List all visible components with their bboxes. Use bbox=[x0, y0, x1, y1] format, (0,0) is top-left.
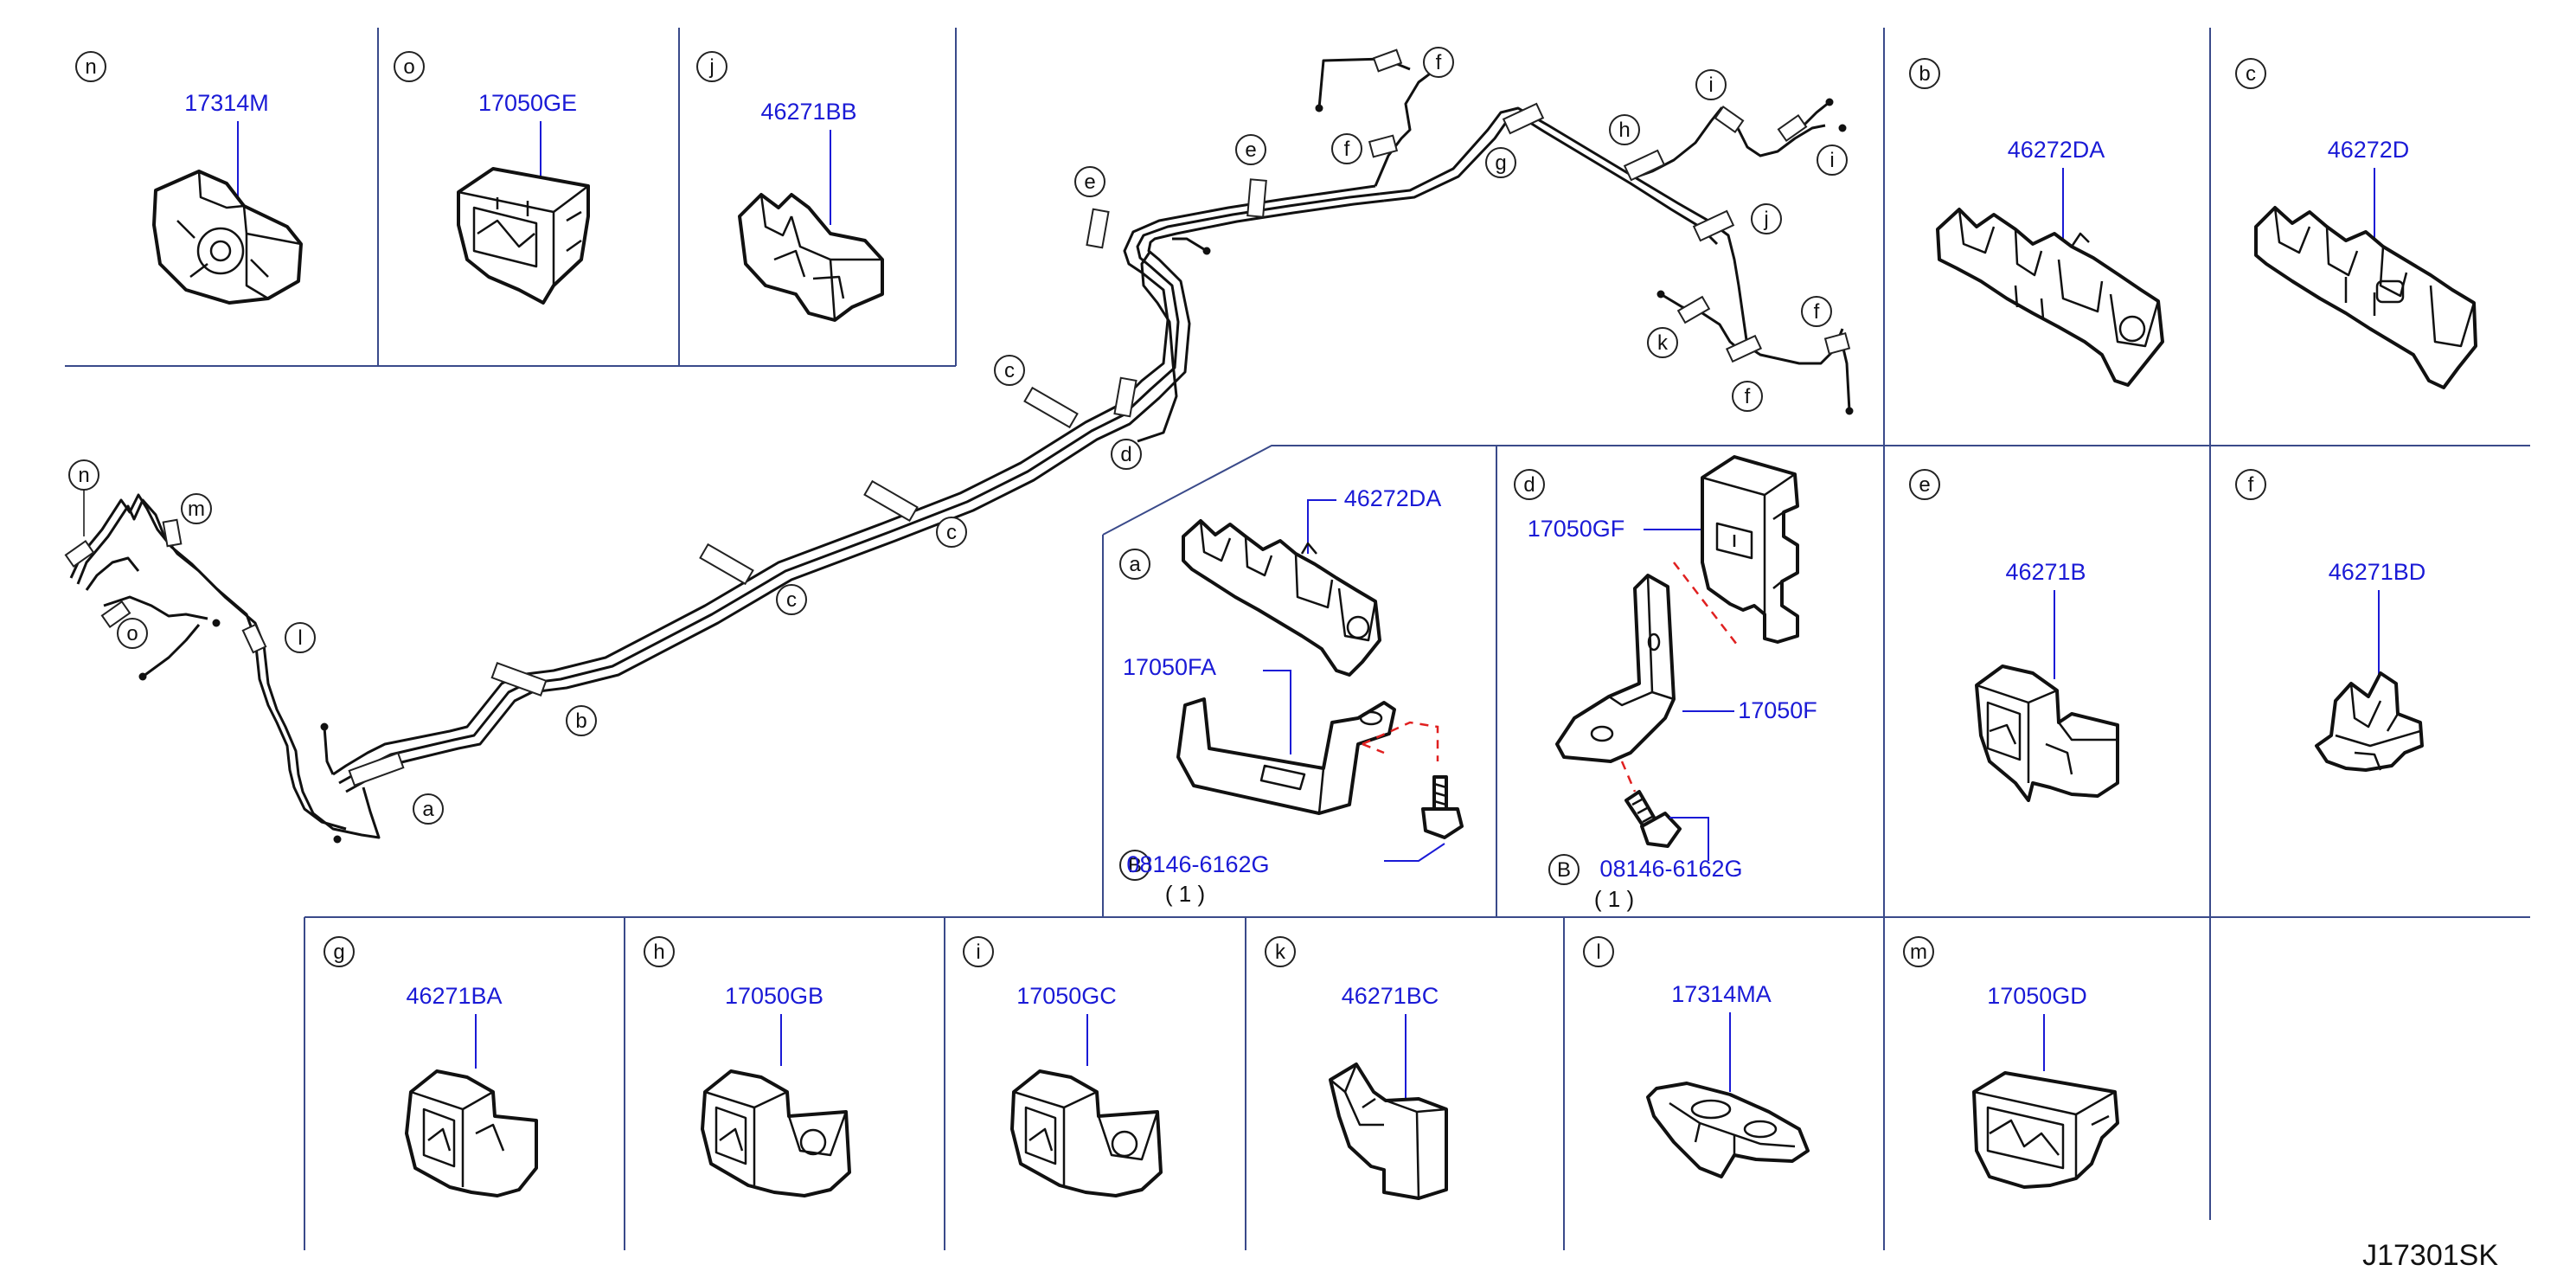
clip-46272d-drawing bbox=[2254, 206, 2477, 389]
part-17050f-label: 17050F bbox=[1738, 697, 1817, 723]
panel-e: e 46271B bbox=[1909, 469, 2119, 802]
bolt-a-drawing bbox=[1421, 775, 1464, 839]
part-17314ma-label: 17314MA bbox=[1671, 981, 1772, 1007]
part-17050ge-label: 17050GE bbox=[478, 90, 577, 116]
tube-routing bbox=[64, 48, 1854, 844]
route-callout-h: h bbox=[1618, 119, 1630, 142]
clip-46271ba-drawing bbox=[405, 1069, 538, 1197]
clip-17314m-drawing bbox=[152, 170, 303, 305]
route-callout-d: d bbox=[1120, 443, 1131, 466]
part-17314m-label: 17314M bbox=[184, 90, 269, 116]
panel-g-ref: g bbox=[333, 941, 344, 964]
bolt-a-ref: B bbox=[1128, 854, 1142, 877]
route-callout-f4: f bbox=[1745, 385, 1751, 408]
route-callout-f3: f bbox=[1814, 300, 1820, 324]
route-callout-c3: c bbox=[1004, 359, 1015, 382]
route-callout-l: l bbox=[298, 626, 302, 650]
part-46272da-a-label: 46272DA bbox=[1344, 485, 1442, 511]
panel-m: m 17050GD bbox=[1903, 936, 2119, 1189]
part-46271bb-label: 46271BB bbox=[760, 99, 856, 125]
panel-grid bbox=[65, 28, 2530, 1250]
route-callout-m: m bbox=[188, 498, 205, 521]
panel-d: d 17050GF 17050F B 08146-6 bbox=[1514, 455, 1817, 912]
route-callout-a: a bbox=[422, 798, 434, 821]
part-17050fa-label: 17050FA bbox=[1123, 654, 1216, 680]
part-46272da-label: 46272DA bbox=[2008, 137, 2105, 163]
bracket-17050f-drawing bbox=[1555, 574, 1676, 763]
clip-46271bb-drawing bbox=[738, 193, 884, 322]
route-callout-b: b bbox=[575, 709, 586, 733]
panel-g: g 46271BA bbox=[324, 936, 538, 1197]
route-callout-i2: i bbox=[1829, 149, 1834, 172]
part-17050gf-label: 17050GF bbox=[1528, 516, 1625, 542]
panel-a: a 46272DA 17050FA B bbox=[1119, 485, 1464, 907]
panel-b-ref: b bbox=[1919, 62, 1930, 86]
part-08146-6162g-d-label: 08146-6162G bbox=[1599, 856, 1742, 882]
route-callout-i1: i bbox=[1708, 74, 1713, 97]
part-17050gb-label: 17050GB bbox=[725, 983, 823, 1009]
panel-d-ref: d bbox=[1523, 473, 1535, 497]
route-callout-c1: c bbox=[786, 588, 797, 612]
clip-17050gb-drawing bbox=[701, 1069, 851, 1197]
clip-46271bd-drawing bbox=[2315, 671, 2424, 772]
route-callout-c2: c bbox=[946, 521, 957, 544]
part-46271ba-label: 46271BA bbox=[406, 983, 502, 1009]
panel-o: o 17050GE bbox=[394, 51, 590, 305]
route-callout-e1: e bbox=[1084, 170, 1095, 194]
bolt-a-qty: ( 1 ) bbox=[1165, 881, 1205, 907]
panel-e-ref: e bbox=[1919, 473, 1930, 497]
diagram-code: J17301SK bbox=[2362, 1239, 2498, 1272]
panel-m-ref: m bbox=[1910, 941, 1927, 964]
panel-c-ref: c bbox=[2246, 62, 2256, 86]
panel-n-ref: n bbox=[85, 55, 96, 79]
panel-l-ref: l bbox=[1596, 941, 1600, 964]
clip-17050gd-drawing bbox=[1972, 1071, 2119, 1189]
part-46271bd-label: 46271BD bbox=[2329, 559, 2426, 585]
panel-a-ref: a bbox=[1129, 553, 1141, 576]
panel-f-ref: f bbox=[2248, 473, 2254, 497]
clip-17050ge-drawing bbox=[457, 167, 590, 305]
panel-c: c 46272D bbox=[2235, 58, 2477, 389]
part-17050gc-label: 17050GC bbox=[1016, 983, 1117, 1009]
clip-17314ma-drawing bbox=[1646, 1082, 1810, 1178]
part-46272d-label: 46272D bbox=[2328, 137, 2410, 163]
panel-k: k 46271BC bbox=[1265, 936, 1448, 1200]
part-46271bc-label: 46271BC bbox=[1342, 983, 1439, 1009]
panel-f: f 46271BD bbox=[2235, 469, 2426, 772]
route-callout-j: j bbox=[1763, 208, 1768, 231]
clip-46272da-a-drawing bbox=[1182, 519, 1381, 677]
clip-46271b-drawing bbox=[1975, 664, 2119, 802]
route-callout-e2: e bbox=[1245, 138, 1256, 162]
panel-j-ref: j bbox=[708, 55, 714, 79]
panel-h: h 17050GB bbox=[644, 936, 851, 1197]
bolt-d-drawing bbox=[1624, 790, 1682, 848]
panel-l: l 17314MA bbox=[1583, 936, 1810, 1178]
bolt-d-qty: ( 1 ) bbox=[1594, 886, 1634, 912]
part-08146-6162g-a-label: 08146-6162G bbox=[1126, 851, 1269, 877]
clip-17050gc-drawing bbox=[1010, 1069, 1163, 1197]
panel-n: n 17314M bbox=[75, 51, 303, 305]
route-callout-f1: f bbox=[1436, 51, 1442, 74]
panel-h-ref: h bbox=[653, 941, 664, 964]
clip-46271bc-drawing bbox=[1329, 1063, 1448, 1200]
route-callout-k: k bbox=[1657, 331, 1669, 355]
route-callouts: n m o l a b c c c d e e f f g h i i bbox=[68, 47, 1848, 825]
panel-o-ref: o bbox=[403, 55, 414, 79]
bolt-d-ref: B bbox=[1557, 858, 1571, 882]
panel-k-ref: k bbox=[1275, 941, 1286, 964]
panel-i-ref: i bbox=[976, 941, 980, 964]
panel-b: b 46272DA bbox=[1909, 58, 2164, 387]
route-callout-n: n bbox=[78, 464, 89, 487]
part-46271b-label: 46271B bbox=[2005, 559, 2086, 585]
route-callout-g: g bbox=[1495, 151, 1506, 175]
bracket-17050fa-drawing bbox=[1176, 697, 1396, 815]
route-callout-f2: f bbox=[1344, 138, 1350, 161]
route-callout-o: o bbox=[126, 622, 138, 645]
panel-j: j 46271BB bbox=[696, 51, 884, 322]
clip-17050gf-drawing bbox=[1701, 455, 1799, 644]
panel-i: i 17050GC bbox=[963, 936, 1163, 1197]
part-17050gd-label: 17050GD bbox=[1987, 983, 2087, 1009]
clip-46272da-drawing bbox=[1936, 208, 2164, 387]
